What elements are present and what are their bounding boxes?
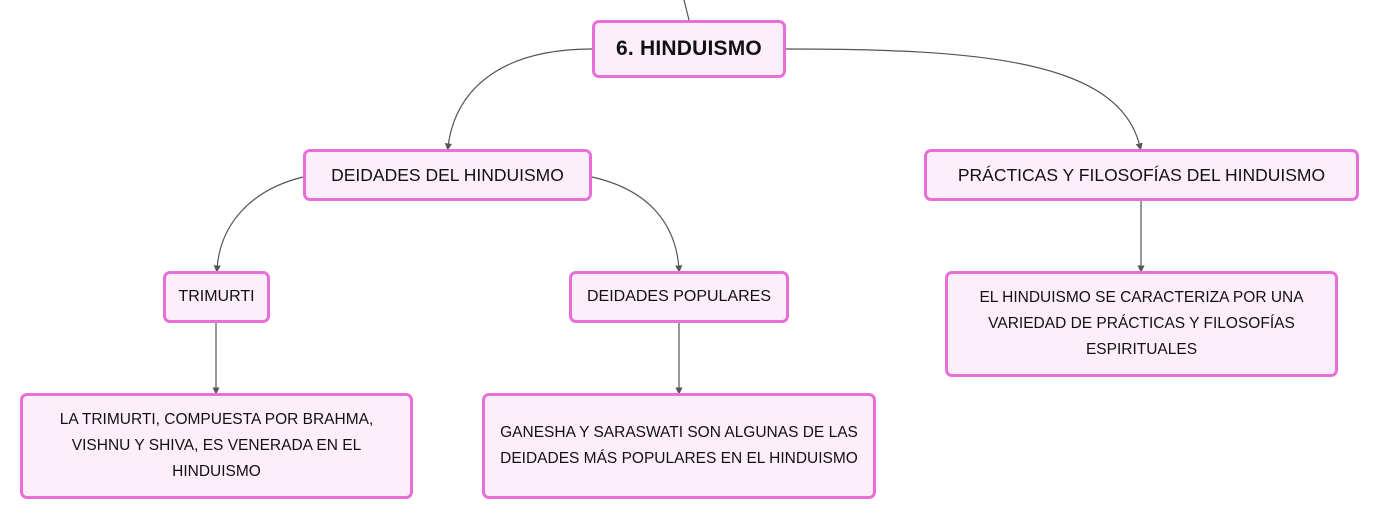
root-node[interactable]: 6. HINDUISMO — [592, 20, 786, 78]
root-node-label: 6. HINDUISMO — [616, 37, 762, 60]
node-label: DEIDADES POPULARES — [586, 288, 772, 305]
node-practicas-y-filosofias[interactable]: PRÁCTICAS Y FILOSOFÍAS DEL HINDUISMO — [924, 149, 1359, 201]
node-label: PRÁCTICAS Y FILOSOFÍAS DEL HINDUISMO — [957, 164, 1326, 185]
node-label: DEIDADES DEL HINDUISMO — [331, 164, 564, 185]
connector-root-to-deidades — [444, 48, 593, 151]
node-practicas-detail[interactable]: EL HINDUISMO SE CARACTERIZA POR UNA VARI… — [945, 271, 1338, 377]
node-detail-text: LA TRIMURTI, COMPUESTA POR BRAHMA, VISHN… — [59, 411, 374, 480]
connector-parent-to-root — [683, 0, 690, 21]
node-label: TRIMURTI — [178, 288, 255, 305]
node-deidades-populares[interactable]: DEIDADES POPULARES — [569, 271, 789, 323]
node-detail-text: GANESHA Y SARASWATI SON ALGUNAS DE LAS D… — [500, 424, 858, 467]
node-trimurti[interactable]: TRIMURTI — [163, 271, 270, 323]
node-deidades-del-hinduismo[interactable]: DEIDADES DEL HINDUISMO — [303, 149, 592, 201]
node-deidades-populares-detail[interactable]: GANESHA Y SARASWATI SON ALGUNAS DE LAS D… — [482, 393, 876, 499]
node-trimurti-detail[interactable]: LA TRIMURTI, COMPUESTA POR BRAHMA, VISHN… — [20, 393, 413, 499]
connector-deidades-to-trimurti — [213, 176, 304, 273]
connector-root-to-practicas — [785, 48, 1143, 151]
node-detail-text: EL HINDUISMO SE CARACTERIZA POR UNA VARI… — [979, 289, 1304, 358]
connector-deidades-to-populares — [591, 176, 683, 273]
